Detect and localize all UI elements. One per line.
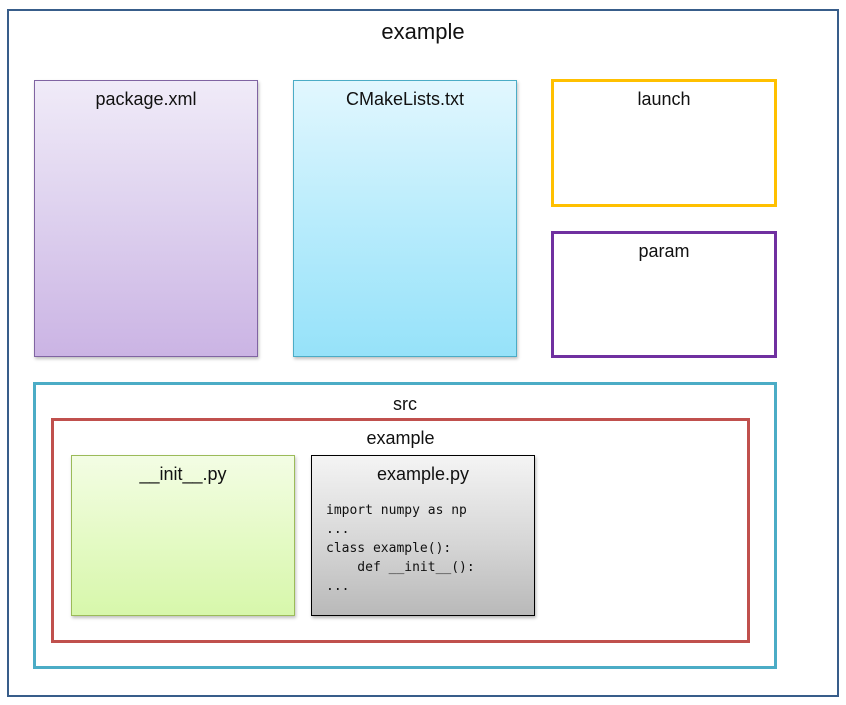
launch-folder: launch xyxy=(551,79,777,207)
code-snippet: import numpy as np ... class example(): … xyxy=(326,501,475,596)
package-xml-file: package.xml xyxy=(34,80,258,357)
code-line: class example(): xyxy=(326,541,452,556)
code-line: def __init__(): xyxy=(326,560,475,575)
python-package-label: example xyxy=(366,428,435,448)
src-folder-label: src xyxy=(393,394,417,414)
package-xml-label: package.xml xyxy=(95,89,197,109)
cmakelists-label: CMakeLists.txt xyxy=(345,89,465,109)
code-line: import numpy as np xyxy=(326,503,467,518)
cmakelists-file: CMakeLists.txt xyxy=(293,80,517,357)
example-py-label: example.py xyxy=(376,464,470,484)
init-py-label: __init__.py xyxy=(139,464,227,484)
init-py-file: __init__.py xyxy=(71,455,295,616)
param-folder: param xyxy=(551,231,777,358)
code-line: ... xyxy=(326,579,350,594)
code-line: ... xyxy=(326,522,350,537)
example-py-file: example.py import numpy as np ... class … xyxy=(311,455,535,616)
package-root-label: example xyxy=(381,19,465,44)
param-folder-label: param xyxy=(638,241,690,261)
launch-folder-label: launch xyxy=(637,89,691,109)
